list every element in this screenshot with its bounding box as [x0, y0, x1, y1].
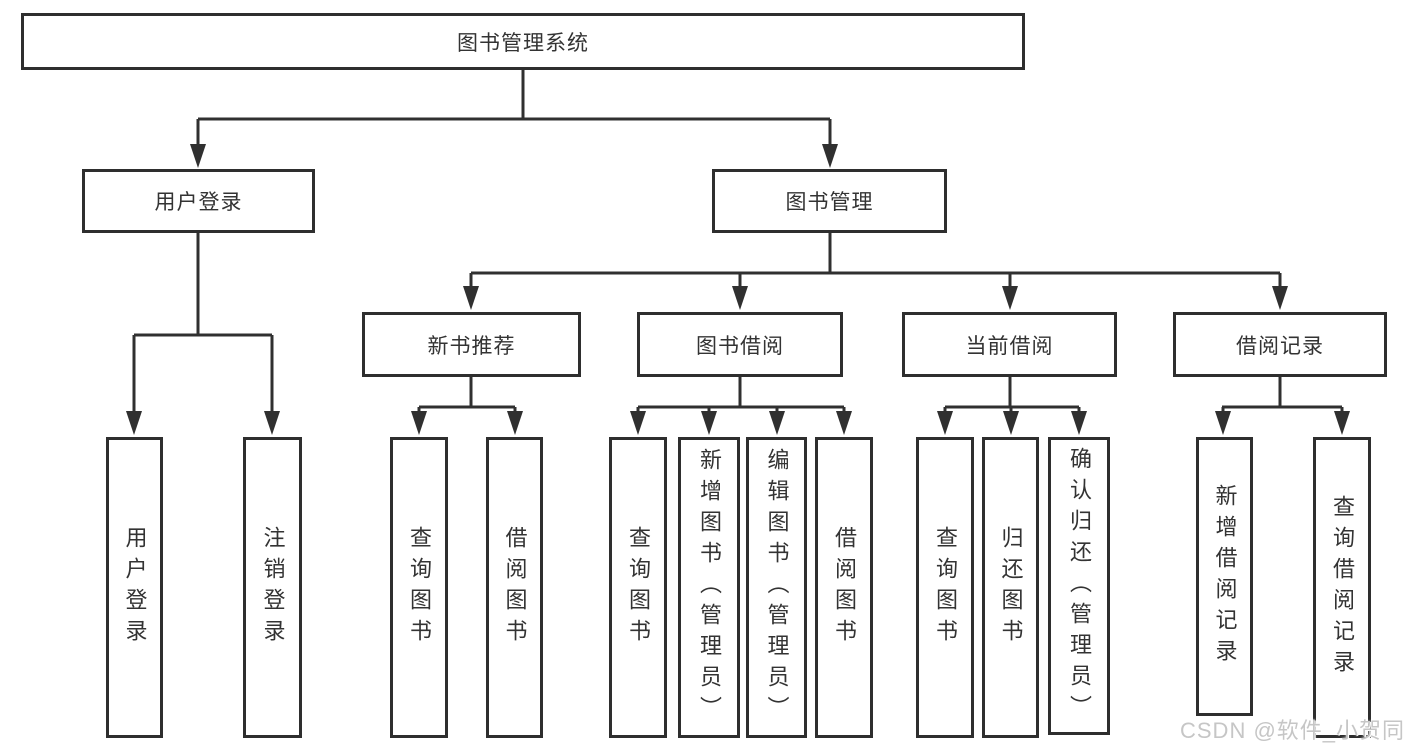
- leaf-logout-login-label: 注销登录: [260, 525, 286, 650]
- leaf-query-borrow-record: 查询借阅记录: [1313, 437, 1371, 738]
- leaf-borrow-books-borrowing-label: 借阅图书: [832, 525, 857, 650]
- leaf-user-login: 用户登录: [106, 437, 163, 738]
- leaf-return-books-label: 归还图书: [998, 525, 1024, 650]
- leaf-add-books-admin: 新增图书（管理员）: [678, 437, 740, 738]
- watermark-text: CSDN @软件_小贺同学: [1180, 718, 1405, 743]
- leaf-borrow-books-borrowing: 借阅图书: [815, 437, 873, 738]
- leaf-query-books-borrowing: 查询图书: [609, 437, 667, 738]
- node-current-borrowing-label: 当前借阅: [965, 334, 1054, 358]
- node-user-login: 用户登录: [82, 169, 315, 233]
- leaf-borrow-books-recommend-label: 借阅图书: [502, 525, 528, 650]
- node-new-book-recommendation: 新书推荐: [362, 312, 581, 377]
- leaf-query-books-borrowing-label: 查询图书: [626, 525, 651, 650]
- leaf-return-books: 归还图书: [982, 437, 1039, 738]
- node-user-login-label: 用户登录: [154, 191, 243, 214]
- node-book-management: 图书管理: [712, 169, 947, 233]
- node-library-system: 图书管理系统: [21, 13, 1025, 70]
- node-book-borrowing-label: 图书借阅: [696, 334, 784, 358]
- node-library-system-label: 图书管理系统: [457, 31, 589, 55]
- node-book-management-label: 图书管理: [785, 191, 874, 214]
- leaf-logout-login: 注销登录: [243, 437, 302, 738]
- leaf-add-borrow-record-label: 新增借阅记录: [1212, 483, 1238, 670]
- leaf-confirm-return-admin: 确认归还（管理员）: [1048, 437, 1110, 735]
- node-book-borrowing: 图书借阅: [637, 312, 843, 377]
- leaf-query-books-recommend: 查询图书: [390, 437, 448, 738]
- leaf-add-books-admin-label: 新增图书（管理员）: [697, 448, 722, 727]
- leaf-add-borrow-record: 新增借阅记录: [1196, 437, 1253, 716]
- leaf-edit-books-admin: 编辑图书（管理员）: [746, 437, 807, 738]
- node-current-borrowing: 当前借阅: [902, 312, 1117, 377]
- leaf-query-books-recommend-label: 查询图书: [407, 525, 432, 650]
- leaf-query-books-current: 查询图书: [916, 437, 974, 738]
- leaf-user-login-label: 用户登录: [122, 525, 148, 650]
- leaf-query-borrow-record-label: 查询借阅记录: [1330, 494, 1355, 681]
- leaf-confirm-return-admin-label: 确认归还（管理员）: [1067, 446, 1092, 726]
- leaf-edit-books-admin-label: 编辑图书（管理员）: [764, 448, 790, 727]
- leaf-query-books-current-label: 查询图书: [933, 525, 958, 650]
- node-new-book-recommendation-label: 新书推荐: [427, 334, 516, 358]
- node-borrowing-records: 借阅记录: [1173, 312, 1387, 377]
- node-borrowing-records-label: 借阅记录: [1236, 334, 1324, 358]
- leaf-borrow-books-recommend: 借阅图书: [486, 437, 543, 738]
